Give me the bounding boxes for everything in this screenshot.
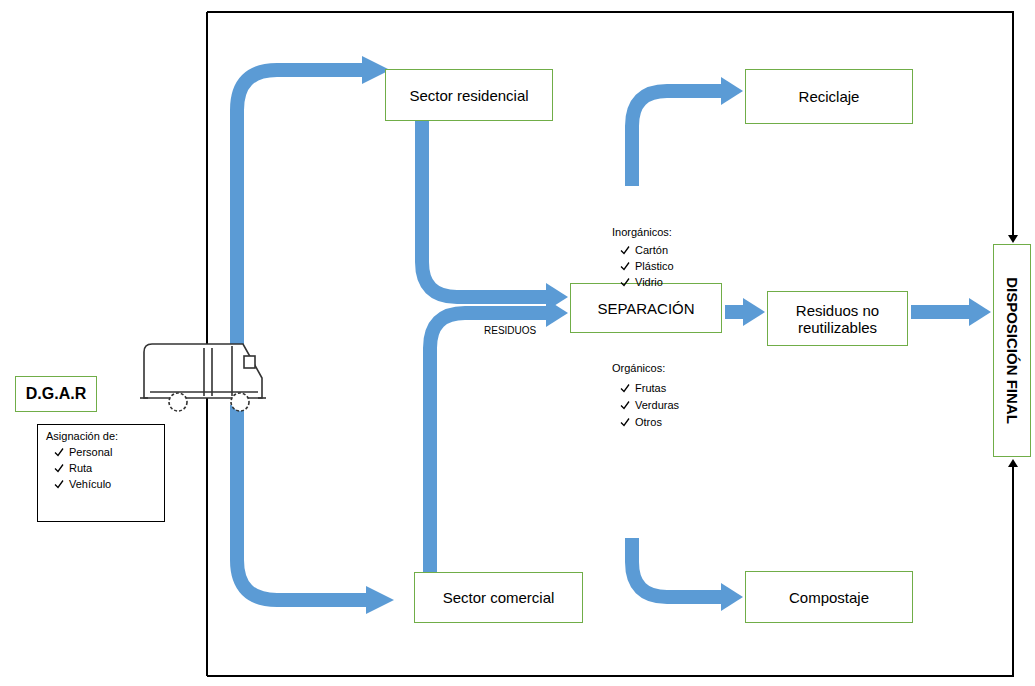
list-item: Ruta (69, 462, 92, 474)
route-arrow (237, 70, 368, 600)
process-box: Compostaje (745, 571, 913, 623)
arrow-shaft (632, 91, 725, 186)
list-row: Frutas (620, 382, 666, 394)
process-box: Reciclaje (745, 69, 913, 124)
flow-arrow (725, 298, 765, 326)
flow-arrow (422, 121, 568, 311)
box-label: Residuos no reutilizables (776, 302, 899, 336)
frame-line (207, 12, 1013, 676)
box-label: Sector comercial (443, 589, 555, 606)
list-item: Cartón (635, 244, 668, 256)
flow-arrow (911, 298, 991, 326)
box-label: D.G.A.R (26, 385, 86, 403)
list-row: Personal (54, 446, 156, 458)
check-mark (620, 261, 630, 271)
box-label: SEPARACIÓN (597, 300, 694, 317)
list-row: Otros (620, 416, 662, 428)
check-mark (620, 383, 630, 393)
truck-illustration (140, 344, 266, 411)
free-label: Orgánicos: (612, 362, 665, 374)
flow-arrow (430, 299, 568, 572)
check-mark (54, 479, 64, 489)
sector-box: Sector comercial (414, 572, 583, 623)
agency-box: D.G.A.R (15, 376, 97, 412)
arrowhead (969, 298, 991, 326)
list-row: Cartón (620, 244, 668, 256)
box-label: Reciclaje (799, 88, 860, 105)
arrow-shaft (632, 538, 725, 597)
arrow-shaft (422, 121, 550, 297)
final-disposal-box: DISPOSICIÓN FINAL (993, 244, 1031, 457)
list-item: Verduras (635, 399, 679, 411)
sector-box: Sector residencial (385, 69, 553, 121)
arrowhead (743, 298, 765, 326)
assignment-box: Asignación de: PersonalRutaVehículo (37, 424, 165, 522)
box-heading: Asignación de: (46, 430, 156, 442)
arrowhead (546, 299, 568, 327)
free-label: Inorgánicos: (612, 226, 672, 238)
box-label: DISPOSICIÓN FINAL (1004, 277, 1021, 424)
box-label: Compostaje (789, 589, 869, 606)
list-item: Otros (635, 416, 662, 428)
category-label: Inorgánicos: (612, 226, 672, 238)
list-item: Plástico (635, 260, 674, 272)
arrowhead (721, 77, 743, 105)
list-row: Ruta (54, 462, 156, 474)
process-box: Residuos no reutilizables (767, 291, 908, 346)
arrow-shaft (911, 305, 973, 319)
list-item: Frutas (635, 382, 666, 394)
check-mark (620, 417, 630, 427)
frame-arrowhead (1008, 235, 1018, 243)
flow-arrow (632, 538, 743, 611)
frame-arrowhead (1008, 459, 1018, 467)
flow-label: RESIDUOS (484, 325, 536, 336)
list-item: Personal (69, 446, 112, 458)
route-arrowhead (366, 586, 394, 614)
list-item: Vehículo (69, 478, 111, 490)
check-mark (620, 400, 630, 410)
box-label: Sector residencial (409, 87, 528, 104)
check-mark (54, 463, 64, 473)
arrow-shaft (430, 313, 550, 572)
flow-arrow (632, 77, 743, 186)
check-mark (620, 277, 630, 287)
arrowhead (721, 583, 743, 611)
list-row: Vehículo (54, 478, 156, 490)
free-label: RESIDUOS (484, 325, 536, 336)
list-row: Verduras (620, 399, 679, 411)
check-mark (620, 245, 630, 255)
list-row: Plástico (620, 260, 674, 272)
check-mark (54, 447, 64, 457)
category-label: Orgánicos: (612, 362, 665, 374)
separation-box: SEPARACIÓN (570, 283, 722, 333)
list-row: Vidrio (620, 276, 663, 288)
list-item: Vidrio (635, 276, 663, 288)
